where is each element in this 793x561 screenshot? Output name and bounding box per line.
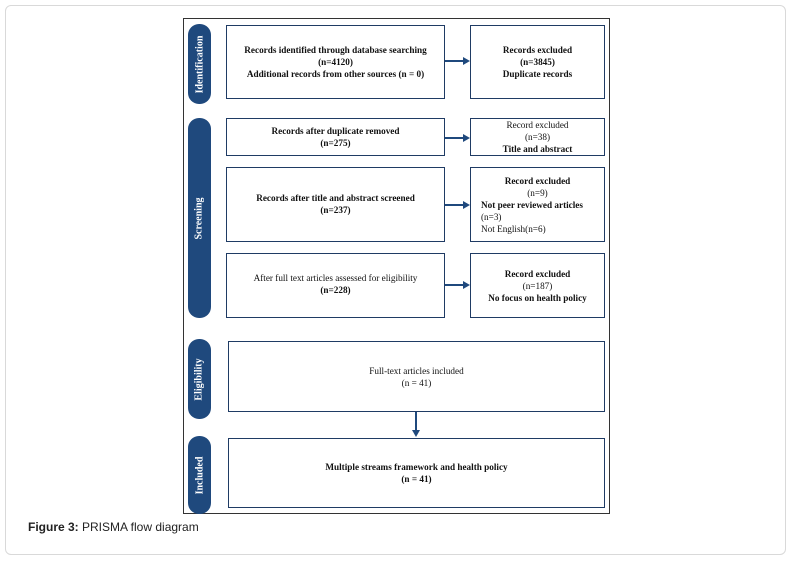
excluded-peer-box: Record excluded (n=9) Not peer reviewed … (470, 167, 605, 242)
additional-records-text: Additional records from other sources (n… (246, 69, 425, 79)
after-title-abstract-count: (n=237) (320, 205, 351, 215)
after-fulltext-count: (n=228) (320, 285, 351, 295)
figure-caption-text: PRISMA flow diagram (78, 520, 199, 534)
fulltext-included-box: Full-text articles included (n = 41) (228, 341, 605, 412)
excluded-title-box: Record excluded (n=38) Title and abstrac… (470, 118, 605, 156)
excluded-title-heading: Record excluded (506, 120, 569, 130)
after-duplicates-text: Records after duplicate removed (271, 126, 400, 136)
after-title-abstract-box: Records after title and abstract screene… (226, 167, 445, 242)
figure-caption-label: Figure 3: (28, 520, 79, 534)
arrow-identified-to-excluded (445, 57, 470, 65)
excluded-peer-count: (n=9) (527, 187, 548, 198)
excluded-duplicates-title: Records excluded (502, 45, 573, 55)
excluded-duplicates-reason: Duplicate records (502, 69, 573, 79)
excluded-peer-heading: Record excluded (504, 175, 571, 186)
excluded-duplicates-count: (n=3845) (520, 57, 555, 67)
excluded-peer-reason: Not peer reviewed articles (481, 199, 583, 210)
stage-identification-label: Identification (194, 35, 205, 93)
final-included-box: Multiple streams framework and health po… (228, 438, 605, 508)
records-excluded-duplicates-box: Records excluded (n=3845) Duplicate reco… (470, 25, 605, 99)
excluded-focus-box: Record excluded (n=187) No focus on heal… (470, 253, 605, 318)
excluded-peer-reason-count: (n=3) (481, 211, 502, 222)
after-title-abstract-text: Records after title and abstract screene… (256, 193, 415, 203)
stage-identification: Identification (188, 24, 211, 104)
stage-screening: Screening (188, 118, 211, 318)
stage-screening-label: Screening (194, 196, 206, 240)
excluded-focus-count: (n=187) (522, 280, 553, 291)
arrow-title-to-excluded (445, 201, 470, 209)
records-identified-box: Records identified through database sear… (226, 25, 445, 99)
stage-included-label: Included (194, 456, 206, 494)
stage-eligibility-label: Eligibility (194, 357, 206, 401)
excluded-title-reason: Title and abstract (502, 144, 573, 154)
after-fulltext-text: After full text articles assessed for el… (253, 273, 418, 283)
records-identified-text: Records identified through database sear… (244, 45, 427, 55)
prisma-figure: Identification Screening Eligibility Inc… (183, 18, 610, 514)
stage-included: Included (188, 436, 211, 514)
excluded-focus-heading: Record excluded (504, 268, 571, 279)
records-identified-count: (n=4120) (318, 57, 353, 67)
excluded-title-count: (n=38) (524, 132, 551, 142)
excluded-english-reason: Not English(n=6) (481, 223, 546, 234)
final-included-text: Multiple streams framework and health po… (325, 462, 508, 472)
arrow-fulltext-to-excluded (445, 281, 470, 289)
after-fulltext-box: After full text articles assessed for el… (226, 253, 445, 318)
arrow-eligibility-to-included (412, 412, 420, 437)
excluded-focus-reason: No focus on health policy (488, 292, 587, 303)
arrow-duplicates-to-excluded (445, 134, 470, 142)
fulltext-included-text: Full-text articles included (369, 365, 464, 376)
after-duplicates-box: Records after duplicate removed (n=275) (226, 118, 445, 156)
figure-caption: Figure 3: PRISMA flow diagram (28, 520, 199, 534)
stage-eligibility: Eligibility (188, 339, 211, 419)
final-included-count: (n = 41) (401, 474, 432, 484)
fulltext-included-count: (n = 41) (401, 377, 432, 388)
after-duplicates-count: (n=275) (320, 138, 351, 148)
